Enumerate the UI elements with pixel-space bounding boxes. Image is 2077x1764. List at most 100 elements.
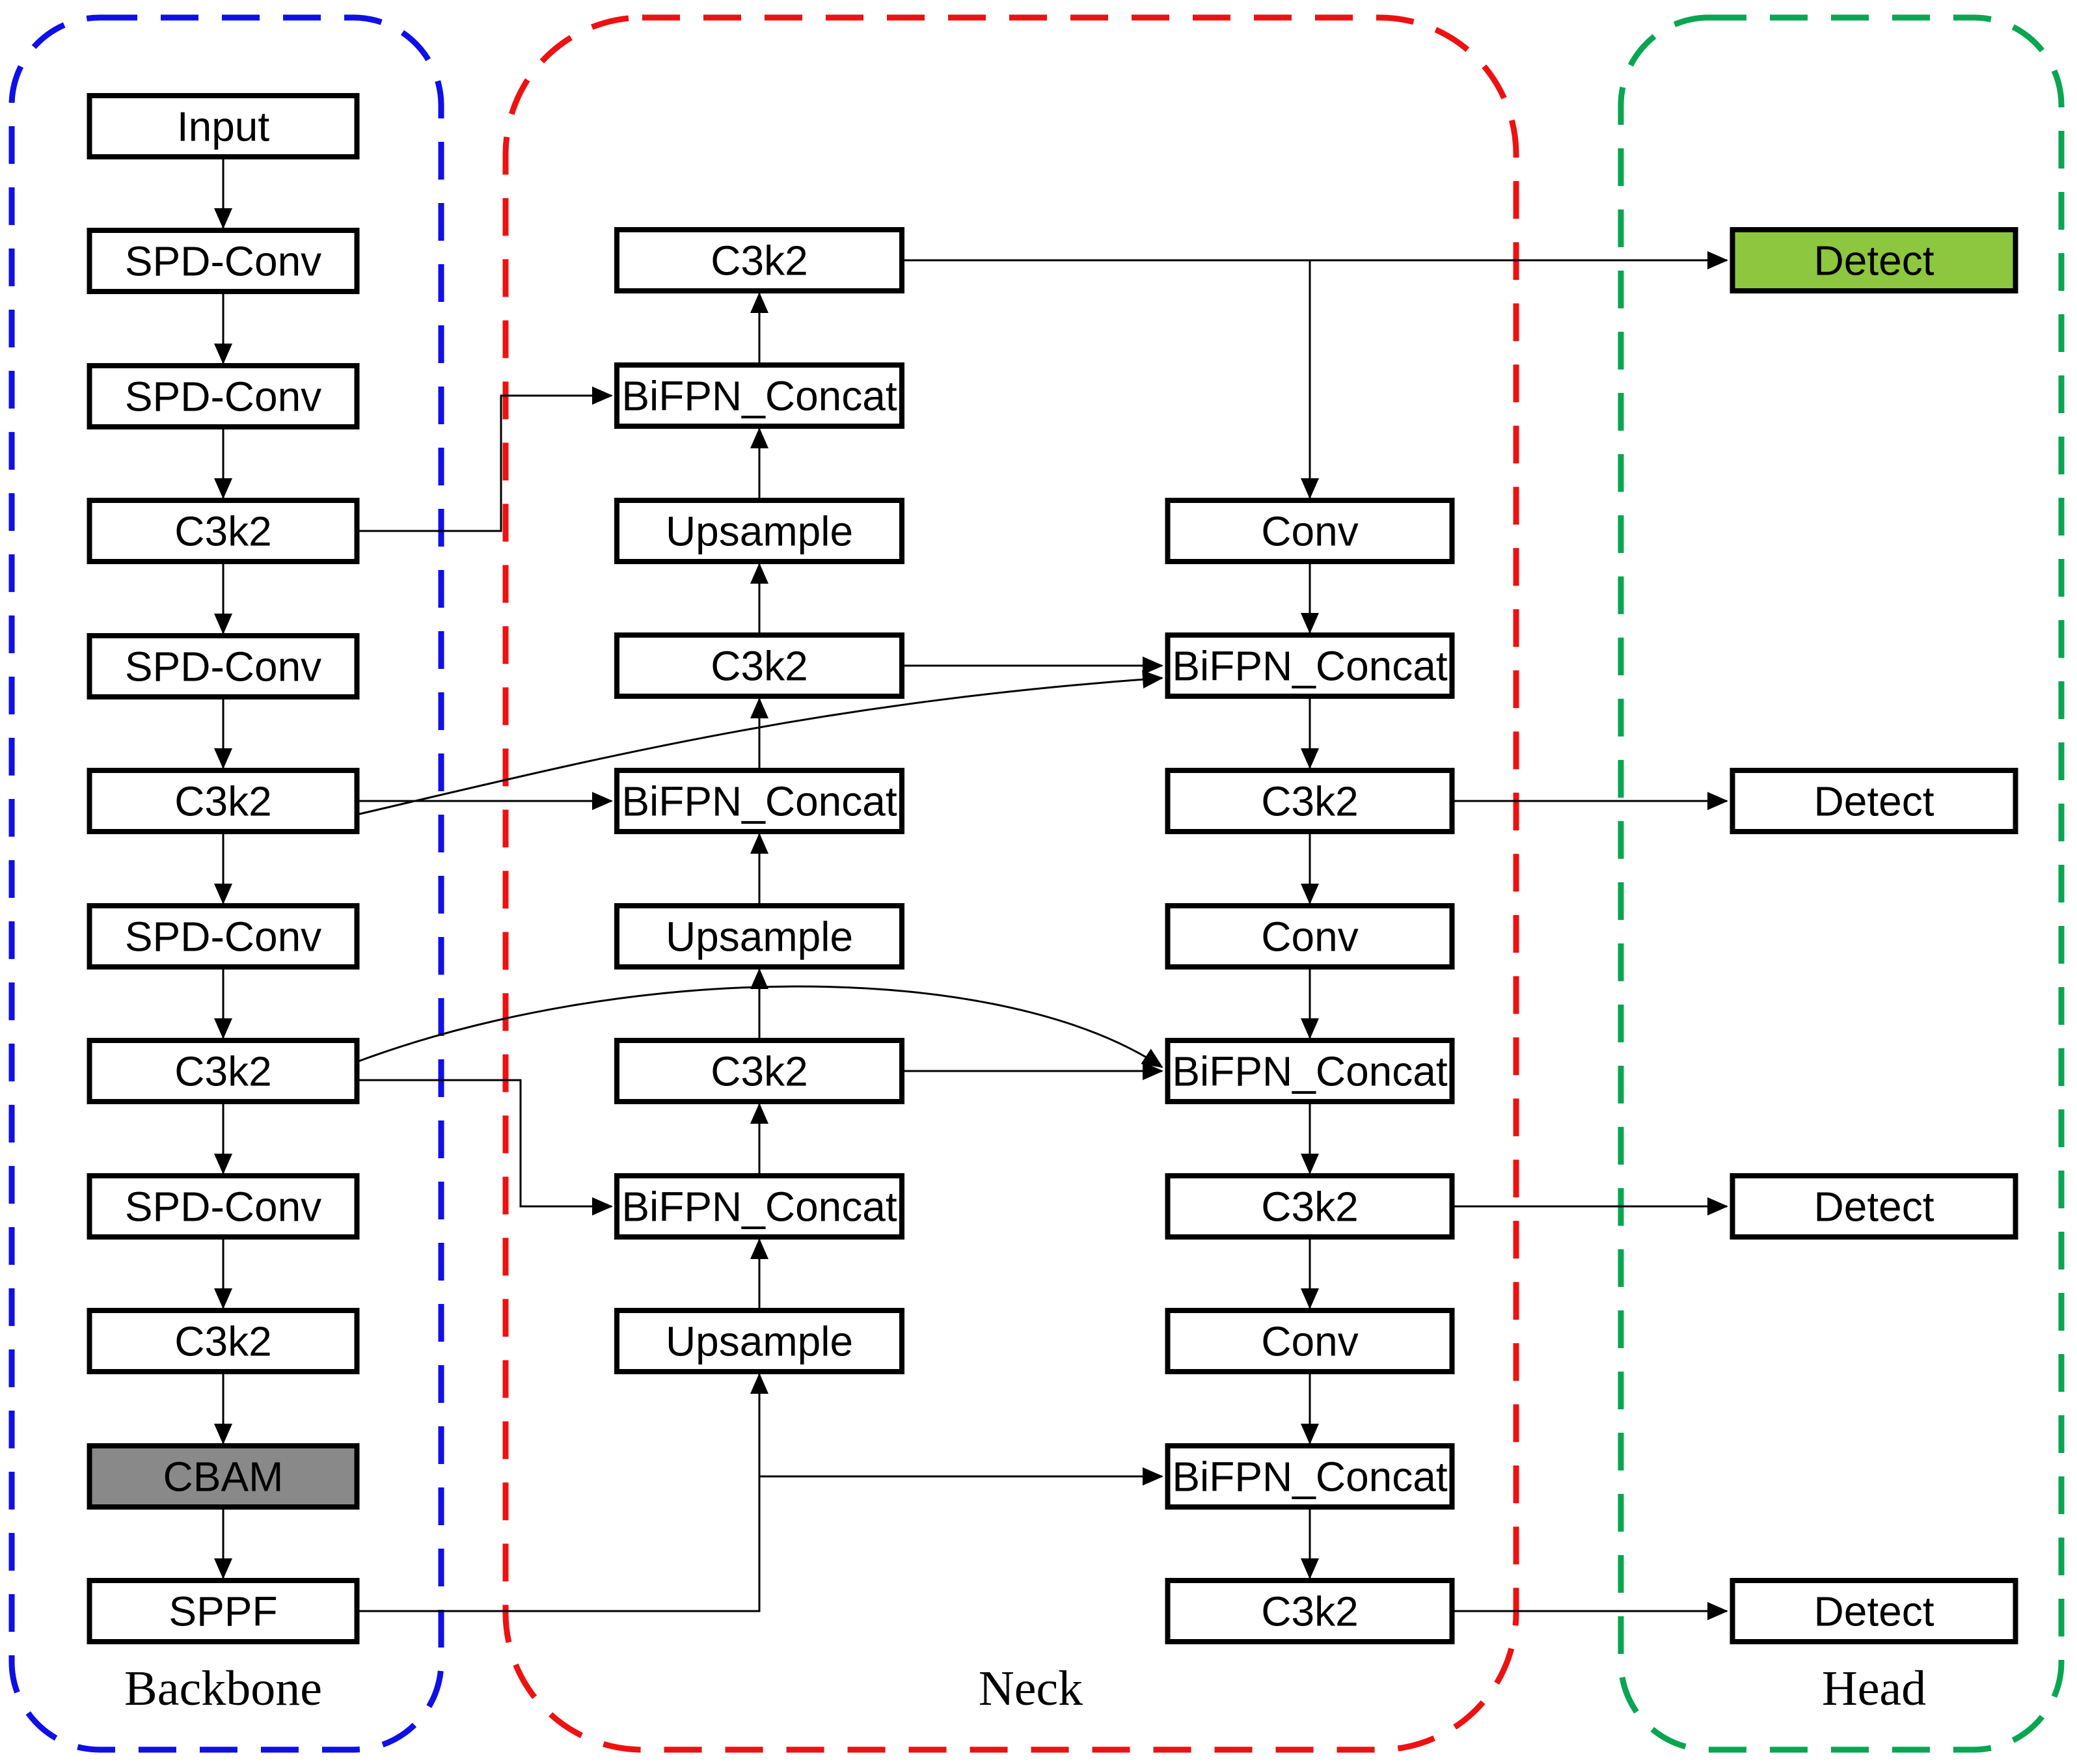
edge-curve-r6 (356, 670, 1163, 816)
node-label-nl-bifpn-1: BiFPN_Concat (621, 372, 897, 419)
node-label-nl-upsample-1: Upsample (666, 508, 853, 554)
node-label-spd-conv-5: SPD-Conv (125, 1183, 321, 1230)
node-box-nl-upsample-1 (614, 498, 904, 564)
node-box-cbam (87, 1443, 360, 1510)
node-spd-conv-1: SPD-Conv (87, 228, 360, 294)
node-label-detect-2: Detect (1814, 778, 1934, 824)
node-box-nl-upsample-3 (614, 1308, 904, 1374)
node-nl-upsample-3: Upsample (614, 1308, 904, 1374)
node-box-nr-conv-2 (1165, 903, 1455, 970)
diagram-nodes: InputSPD-ConvSPD-ConvC3k2SPD-ConvC3k2SPD… (87, 93, 2018, 1644)
node-label-c3k2-b4: C3k2 (174, 1318, 271, 1364)
node-label-detect-1: Detect (1814, 237, 1934, 284)
node-label-nr-bifpn-3: BiFPN_Concat (1172, 1453, 1448, 1500)
node-box-nl-c3k2-1 (614, 227, 904, 293)
node-label-nr-c3k2-1: C3k2 (1261, 778, 1358, 824)
group-border-backbone (8, 14, 444, 1753)
node-box-detect-4 (1730, 1578, 2018, 1644)
node-box-nl-bifpn-3 (614, 1173, 904, 1240)
node-box-nl-upsample-2 (614, 903, 904, 970)
node-box-nr-c3k2-1 (1165, 768, 1455, 834)
node-box-spd-conv-3 (87, 633, 360, 699)
node-label-spd-conv-2: SPD-Conv (125, 373, 321, 420)
node-label-spd-conv-3: SPD-Conv (125, 643, 321, 690)
node-label-nl-c3k2-2: C3k2 (711, 642, 808, 689)
node-label-sppf: SPPF (169, 1588, 277, 1635)
group-border-neck (502, 14, 1519, 1753)
node-label-nl-upsample-3: Upsample (666, 1318, 853, 1364)
node-box-nl-c3k2-2 (614, 632, 904, 699)
node-box-nr-conv-3 (1165, 1308, 1455, 1374)
node-nr-conv-1: Conv (1165, 498, 1455, 564)
node-c3k2-b1: C3k2 (87, 498, 360, 564)
node-nr-bifpn-2: BiFPN_Concat (1165, 1038, 1455, 1104)
node-label-nr-c3k2-2: C3k2 (1261, 1183, 1358, 1230)
node-box-c3k2-b1 (87, 498, 360, 564)
node-sppf: SPPF (87, 1578, 360, 1644)
node-label-nr-conv-1: Conv (1261, 508, 1358, 554)
node-label-spd-conv-1: SPD-Conv (125, 237, 321, 284)
group-label-backbone: Backbone (124, 1661, 322, 1716)
node-nl-bifpn-1: BiFPN_Concat (614, 362, 904, 429)
node-box-nr-bifpn-1 (1165, 632, 1455, 699)
node-nr-c3k2-2: C3k2 (1165, 1173, 1455, 1240)
node-detect-2: Detect (1730, 768, 2018, 834)
node-label-input: Input (177, 103, 270, 150)
node-nr-bifpn-3: BiFPN_Concat (1165, 1443, 1455, 1510)
node-nl-bifpn-3: BiFPN_Concat (614, 1173, 904, 1240)
node-input: Input (87, 93, 360, 159)
node-spd-conv-2: SPD-Conv (87, 363, 360, 429)
node-box-spd-conv-2 (87, 363, 360, 429)
node-label-nr-bifpn-2: BiFPN_Concat (1172, 1048, 1448, 1094)
group-border-head (1618, 14, 2065, 1753)
node-label-c3k2-b3: C3k2 (174, 1048, 271, 1094)
node-box-nr-conv-1 (1165, 498, 1455, 564)
node-label-detect-4: Detect (1814, 1588, 1934, 1635)
node-box-nl-bifpn-1 (614, 362, 904, 429)
node-nr-conv-3: Conv (1165, 1308, 1455, 1374)
node-box-input (87, 93, 360, 159)
node-label-c3k2-b1: C3k2 (174, 508, 271, 554)
node-nr-c3k2-3: C3k2 (1165, 1578, 1455, 1644)
edge-skip-r4 (357, 387, 613, 532)
node-nr-conv-2: Conv (1165, 903, 1455, 970)
node-c3k2-b3: C3k2 (87, 1038, 360, 1104)
node-label-spd-conv-4: SPD-Conv (125, 913, 321, 960)
edge-arch-r8 (356, 985, 1163, 1068)
node-label-cbam: CBAM (163, 1453, 284, 1500)
node-label-nr-c3k2-3: C3k2 (1261, 1588, 1358, 1635)
node-label-c3k2-b2: C3k2 (174, 778, 271, 824)
node-label-nl-bifpn-3: BiFPN_Concat (621, 1183, 897, 1230)
node-box-nr-c3k2-2 (1165, 1173, 1455, 1240)
node-box-sppf (87, 1578, 360, 1644)
node-nl-c3k2-2: C3k2 (614, 632, 904, 699)
edge-sppf-route (357, 1373, 768, 1612)
node-label-detect-3: Detect (1814, 1183, 1934, 1230)
node-detect-1: Detect (1730, 227, 2018, 293)
node-box-nr-bifpn-2 (1165, 1038, 1455, 1104)
node-label-nl-bifpn-2: BiFPN_Concat (621, 778, 897, 824)
node-box-c3k2-b2 (87, 768, 360, 834)
node-label-nl-upsample-2: Upsample (666, 913, 853, 960)
node-label-nl-c3k2-3: C3k2 (711, 1048, 808, 1094)
edge-skip-r8 (357, 1079, 613, 1215)
node-box-detect-1 (1730, 227, 2018, 293)
diagram-edges (214, 157, 1728, 1620)
node-c3k2-b2: C3k2 (87, 768, 360, 834)
node-label-nr-conv-2: Conv (1261, 913, 1358, 960)
node-nl-upsample-2: Upsample (614, 903, 904, 970)
node-box-nr-bifpn-3 (1165, 1443, 1455, 1510)
node-box-c3k2-b3 (87, 1038, 360, 1104)
diagram-groups (8, 14, 2065, 1753)
node-nl-c3k2-1: C3k2 (614, 227, 904, 293)
node-box-spd-conv-4 (87, 903, 360, 970)
node-nl-upsample-1: Upsample (614, 498, 904, 564)
node-box-spd-conv-5 (87, 1173, 360, 1240)
node-box-c3k2-b4 (87, 1308, 360, 1374)
node-box-nr-c3k2-3 (1165, 1578, 1455, 1644)
node-nl-c3k2-3: C3k2 (614, 1038, 904, 1104)
node-cbam: CBAM (87, 1443, 360, 1510)
